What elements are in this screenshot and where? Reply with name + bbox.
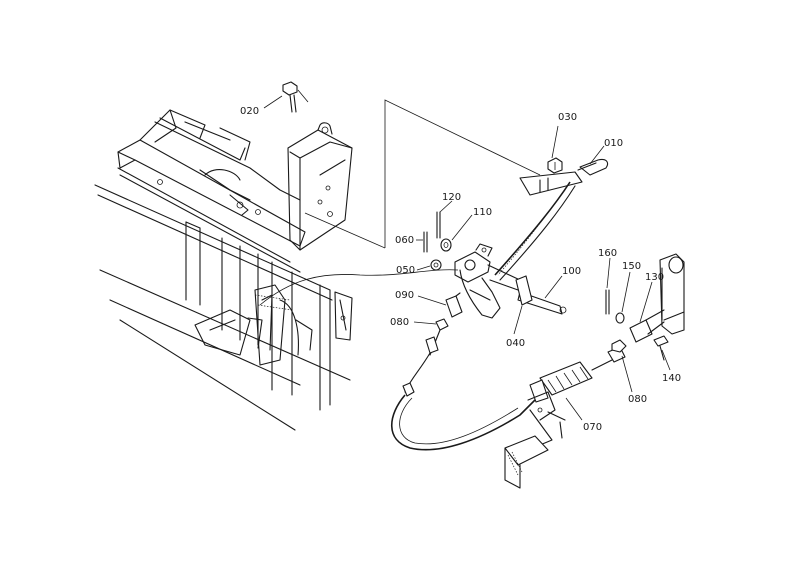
washer-110 [440,238,452,252]
label-090: 090 [395,290,414,301]
leader-lines [263,95,671,421]
block-090 [445,292,463,318]
nut-080-upper [435,318,449,331]
label-020: 020 [240,106,259,117]
cable-070 [259,269,626,451]
mounting-bracket [287,122,353,251]
label-140: 140 [662,373,681,384]
pedal-assembly [504,391,566,489]
label-080-upper: 080 [390,317,409,328]
label-080-lower: 080 [628,394,647,405]
nut-080-lower [611,339,627,353]
guide-lines [304,99,541,249]
label-010: 010 [604,138,623,149]
nut-030 [547,157,563,174]
bolt-140 [653,335,669,361]
lever-010 [494,158,609,281]
washer-150 [615,312,625,324]
pivot-link [454,243,567,319]
pin-120 [436,211,441,239]
frame-assembly [94,109,353,431]
label-100: 100 [562,266,581,277]
label-160: 160 [598,248,617,259]
bracket-130 [629,253,685,343]
washer-050 [430,259,442,271]
bolt-020 [282,81,309,113]
label-130: 130 [645,272,664,283]
label-030: 030 [558,112,577,123]
pin-060 [423,231,428,253]
label-050: 050 [396,265,415,276]
pin-160 [605,289,610,315]
label-110: 110 [473,207,492,218]
label-150: 150 [622,261,641,272]
part-labels: 020 030 010 120 110 060 050 100 090 080 … [240,106,681,433]
label-040: 040 [506,338,525,349]
label-070: 070 [583,422,602,433]
label-120: 120 [442,192,461,203]
label-060: 060 [395,235,414,246]
